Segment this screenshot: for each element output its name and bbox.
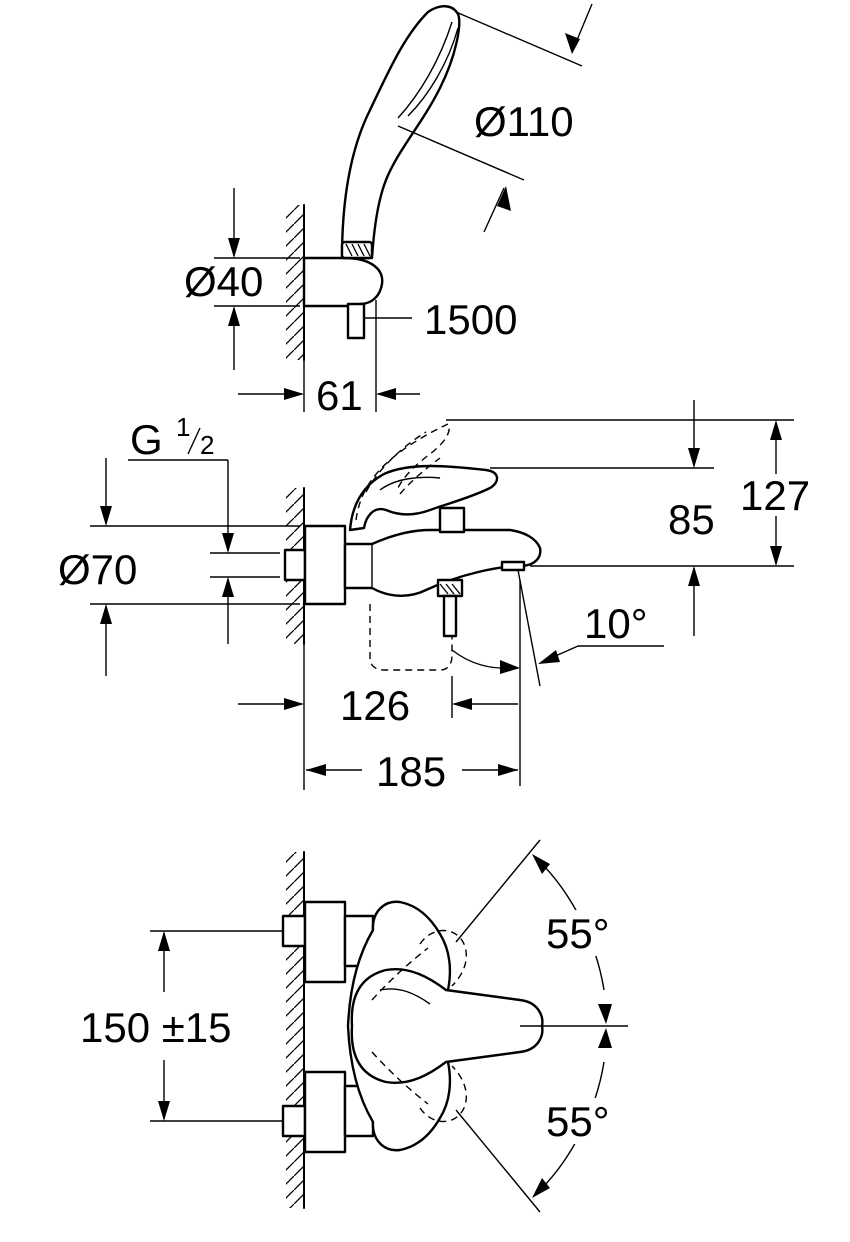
lever-angle-rays: 55° 55° <box>455 839 628 1213</box>
spout-angle-dim: 10° <box>451 569 664 700</box>
wall-section-bottom <box>286 851 305 1209</box>
flange <box>303 524 347 606</box>
head-diameter-label: Ø110 <box>474 98 574 145</box>
mixer-body-top <box>346 900 544 1152</box>
thread-denominator: 2 <box>200 430 214 460</box>
holder-diameter-dim: Ø40 <box>184 188 300 370</box>
outlet-distance-dim: 126 <box>238 676 518 729</box>
spout-reach-label: 185 <box>376 748 446 795</box>
outlet-distance-label: 126 <box>340 682 410 729</box>
lever-range-hidden <box>371 929 468 1123</box>
height-dims: 85 127 <box>446 400 822 636</box>
holder-diameter-label: Ø40 <box>184 258 263 305</box>
wall-holder <box>302 256 384 340</box>
hand-shower-view: Ø110 Ø40 1500 61 <box>184 3 593 419</box>
upper-connection <box>281 900 375 984</box>
hose-length-label: 1500 <box>424 296 517 343</box>
centres-dim: 150 ±15 <box>80 930 282 1122</box>
lever-alt-positions <box>355 423 453 671</box>
lever-angle-down-label: 55° <box>546 1098 610 1145</box>
centres-label: 150 ±15 <box>80 1004 232 1051</box>
flange-diameter-label: Ø70 <box>58 546 137 593</box>
holder-projection-dim: 61 <box>238 300 420 419</box>
connector-nut <box>283 548 307 582</box>
flange-diameter-dim: Ø70 <box>58 458 300 676</box>
lever-angle-up-label: 55° <box>546 910 610 957</box>
hose-length-dim: 1500 <box>364 296 517 343</box>
shower-handle <box>340 5 461 260</box>
wall-section-top <box>286 204 305 361</box>
wall-section-middle <box>286 487 305 790</box>
spout-height-label: 85 <box>668 496 715 543</box>
mixer-body <box>343 464 542 638</box>
thread-numerator: 1 <box>176 412 190 442</box>
top-view: 55° 55° 150 ±15 <box>80 839 628 1213</box>
spout-reach-dim: 185 <box>306 700 521 795</box>
head-diameter-dim: Ø110 <box>397 3 593 233</box>
lever-height-label: 127 <box>740 472 810 519</box>
spout-angle-label: 10° <box>584 600 648 647</box>
side-view: 85 127 Ø70 G 1 <box>58 400 822 795</box>
thread-dim: G 1 2 <box>128 412 234 644</box>
thread-label: G <box>130 416 163 463</box>
holder-projection-label: 61 <box>316 372 363 419</box>
